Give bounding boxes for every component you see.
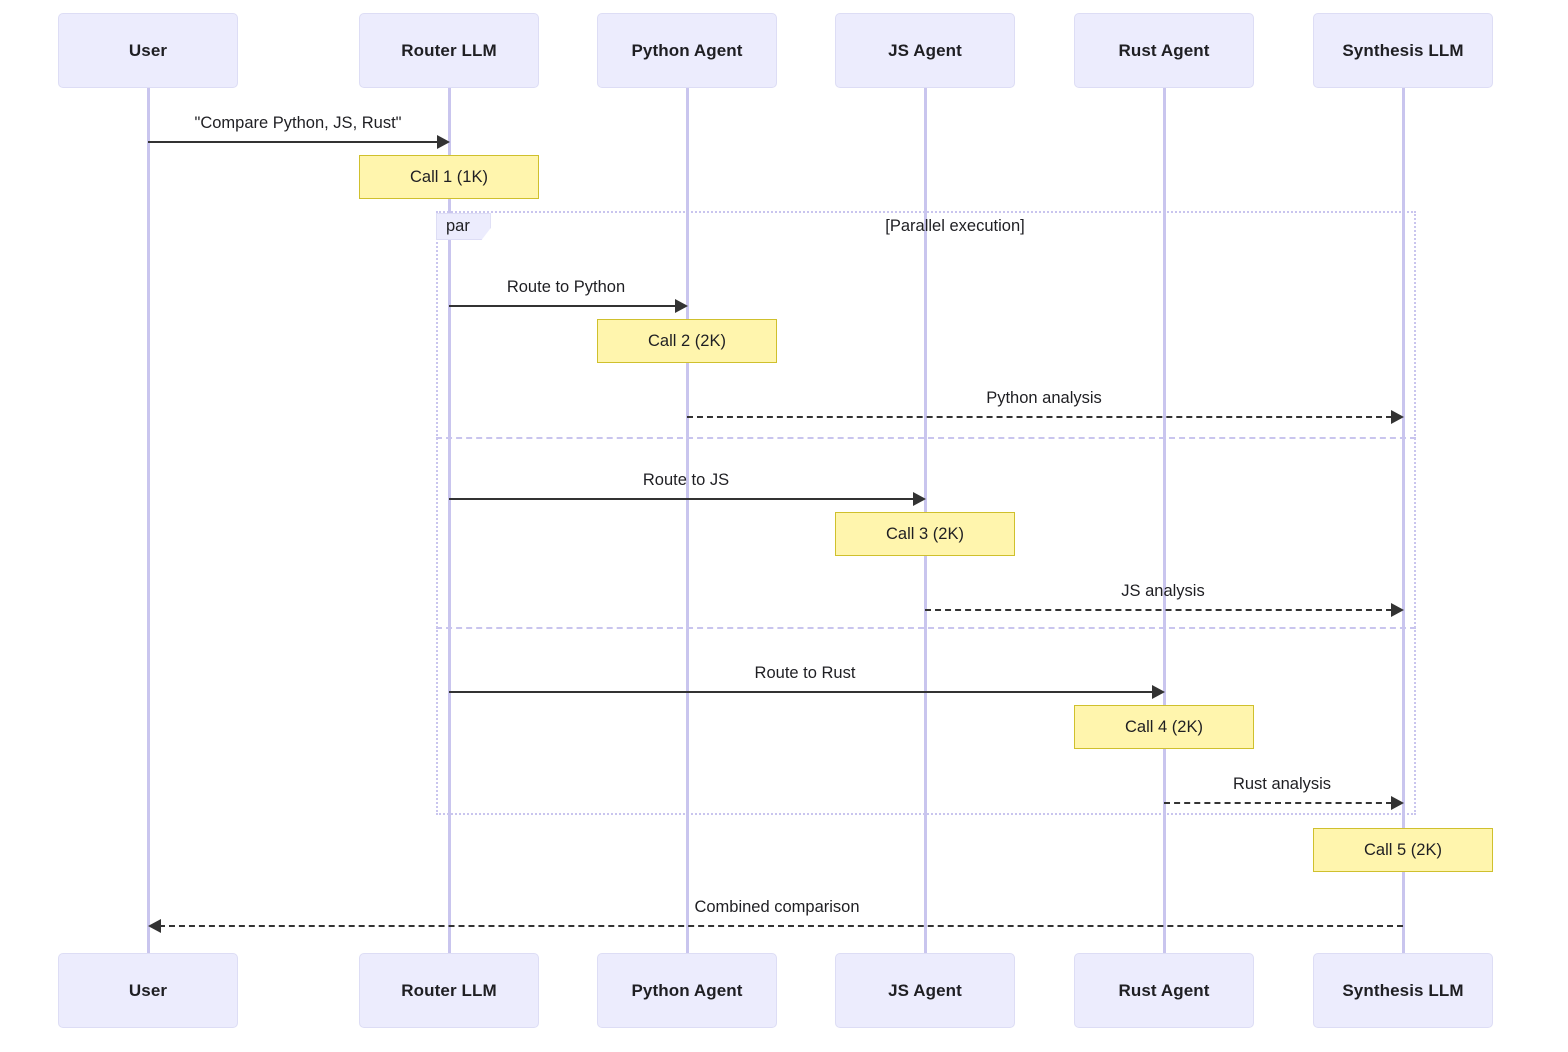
participant-label: JS Agent [888, 980, 962, 1000]
participant-router-bottom[interactable]: Router LLM [359, 953, 539, 1028]
participant-label: Python Agent [631, 980, 743, 1000]
message-label-m8: Combined comparison [694, 898, 860, 916]
lifeline-synthesis [1402, 88, 1405, 953]
arrow-head-m8 [148, 919, 161, 933]
arrow-head-m4 [913, 492, 926, 506]
lifeline-rust [1163, 88, 1166, 953]
participant-python-bottom[interactable]: Python Agent [597, 953, 777, 1028]
note-label: Call 5 (2K) [1364, 840, 1442, 859]
message-line-m6 [449, 691, 1153, 693]
message-label-m3: Python analysis [986, 389, 1102, 407]
participant-synthesis-bottom[interactable]: Synthesis LLM [1313, 953, 1493, 1028]
par-fragment-frame [436, 211, 1416, 815]
lifeline-router [448, 88, 451, 953]
message-label-m4: Route to JS [642, 471, 730, 489]
message-line-m8 [159, 925, 1403, 927]
arrow-head-m3 [1391, 410, 1404, 424]
note-label: Call 4 (2K) [1125, 717, 1203, 736]
message-label-m1: "Compare Python, JS, Rust" [194, 114, 402, 132]
note-label: Call 2 (2K) [648, 331, 726, 350]
message-line-m7 [1164, 802, 1392, 804]
message-line-m1 [148, 141, 438, 143]
message-label-m7: Rust analysis [1232, 775, 1332, 793]
arrow-head-m1 [437, 135, 450, 149]
participant-label: Rust Agent [1118, 40, 1210, 60]
arrow-head-m2 [675, 299, 688, 313]
participant-label: Python Agent [631, 40, 743, 60]
lifeline-user [147, 88, 150, 953]
note-n4: Call 4 (2K) [1074, 705, 1254, 749]
participant-rust-top[interactable]: Rust Agent [1074, 13, 1254, 88]
participant-label: User [128, 40, 168, 60]
arrow-head-m6 [1152, 685, 1165, 699]
message-line-m4 [449, 498, 914, 500]
message-line-m3 [687, 416, 1392, 418]
message-label-m6: Route to Rust [754, 664, 856, 682]
note-n5: Call 5 (2K) [1313, 828, 1493, 872]
participant-label: Router LLM [401, 40, 497, 60]
participant-label: JS Agent [888, 40, 962, 60]
par-fragment-title: [Parallel execution] [885, 217, 1025, 235]
note-n2: Call 2 (2K) [597, 319, 777, 363]
note-label: Call 1 (1K) [410, 167, 488, 186]
participant-label: User [128, 980, 168, 1000]
par-fragment-keyword: par [436, 213, 491, 240]
participant-user-top[interactable]: User [58, 13, 238, 88]
participant-label: Synthesis LLM [1342, 980, 1464, 1000]
participant-label: Router LLM [401, 980, 497, 1000]
participant-label: Synthesis LLM [1342, 40, 1464, 60]
arrow-head-m5 [1391, 603, 1404, 617]
par-fragment-divider [436, 627, 1416, 629]
participant-synthesis-top[interactable]: Synthesis LLM [1313, 13, 1493, 88]
participant-python-top[interactable]: Python Agent [597, 13, 777, 88]
participant-router-top[interactable]: Router LLM [359, 13, 539, 88]
participant-user-bottom[interactable]: User [58, 953, 238, 1028]
participant-rust-bottom[interactable]: Rust Agent [1074, 953, 1254, 1028]
message-label-m5: JS analysis [1121, 582, 1205, 600]
message-line-m5 [925, 609, 1392, 611]
par-fragment-divider [436, 437, 1416, 439]
note-n3: Call 3 (2K) [835, 512, 1015, 556]
message-line-m2 [449, 305, 676, 307]
message-label-m2: Route to Python [506, 278, 626, 296]
participant-js-top[interactable]: JS Agent [835, 13, 1015, 88]
lifeline-python [686, 88, 689, 953]
participant-js-bottom[interactable]: JS Agent [835, 953, 1015, 1028]
arrow-head-m7 [1391, 796, 1404, 810]
note-n1: Call 1 (1K) [359, 155, 539, 199]
note-label: Call 3 (2K) [886, 524, 964, 543]
participant-label: Rust Agent [1118, 980, 1210, 1000]
